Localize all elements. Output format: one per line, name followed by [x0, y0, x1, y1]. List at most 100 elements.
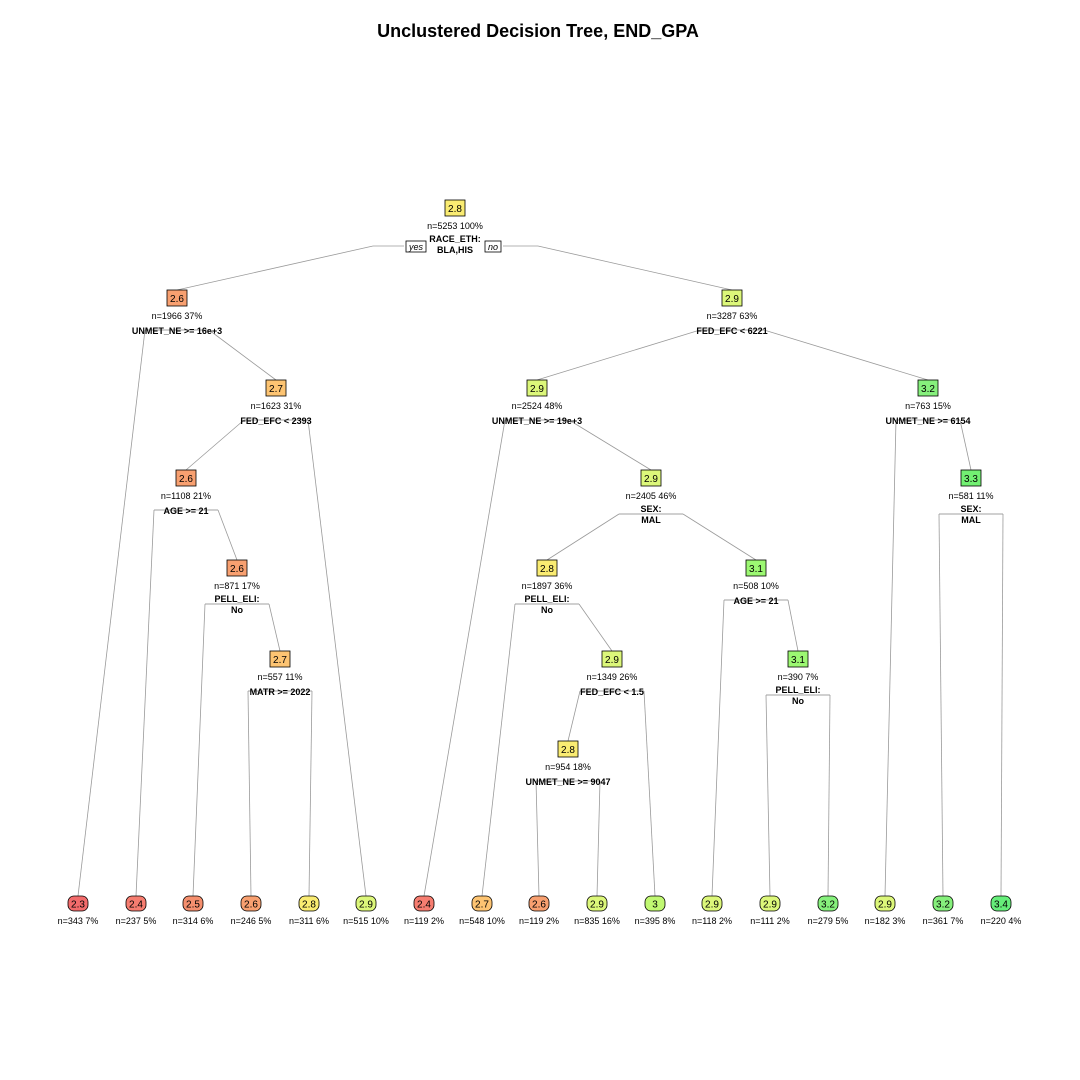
- leaf-node: 3.2n=279 5%: [808, 895, 848, 926]
- node-split-label: AGE >= 21: [733, 596, 778, 606]
- leaf-box: [701, 895, 723, 912]
- node-value: 2.6: [179, 474, 193, 485]
- node-split-label: PELL_ELI:: [524, 594, 569, 604]
- tree-node: 2.9n=3287 63%FED_EFC < 6221: [696, 289, 768, 336]
- tree-edge: [959, 419, 972, 471]
- leaf-value: 2.5: [186, 900, 200, 911]
- leaf-node: 2.9n=182 3%: [865, 895, 905, 926]
- leaf-stats: n=343 7%: [58, 916, 99, 926]
- leaf-value: 3.2: [821, 900, 835, 911]
- tree-edge: [481, 603, 516, 897]
- node-value: 2.6: [170, 294, 184, 305]
- leaf-value: 2.7: [475, 900, 489, 911]
- no-label: no: [488, 242, 498, 252]
- leaf-box: [932, 895, 954, 912]
- leaf-node: 2.5n=314 6%: [173, 895, 213, 926]
- node-value: 2.8: [561, 745, 575, 756]
- leaf-value: 3: [652, 900, 658, 911]
- leaf-node: 2.4 n=237 5%: [116, 895, 157, 926]
- node-split-label: UNMET_NE >= 16e+3: [132, 326, 222, 336]
- tree-node: 2.7n=1623 31%FED_EFC < 2393: [240, 379, 312, 426]
- node-box: [269, 650, 291, 668]
- node-stats: n=871 17%: [214, 581, 260, 591]
- leaf-value: 2.9: [705, 900, 719, 911]
- node-stats: n=2405 46%: [626, 491, 677, 501]
- leaf-value: 2.9: [359, 900, 373, 911]
- tree-edge: [176, 245, 374, 291]
- node-split-label: No: [792, 696, 804, 706]
- leaf-stats: n=515 10%: [343, 916, 389, 926]
- leaf-box: [471, 895, 493, 912]
- node-split-label: MAL: [961, 515, 981, 525]
- node-split-label: MATR >= 2022: [250, 687, 311, 697]
- node-box: [526, 379, 548, 397]
- leaf-box: [874, 895, 896, 912]
- node-stats: n=1108 21%: [161, 491, 211, 501]
- leaf-stats: n=111 2%: [750, 916, 789, 926]
- node-split-label: UNMET_NE >= 9047: [525, 777, 610, 787]
- leaf-value: 2.9: [590, 900, 604, 911]
- node-split-label: No: [231, 605, 243, 615]
- leaf-box: [759, 895, 781, 912]
- tree-node: 2.8n=5253 100%RACE_ETH:BLA,HIS: [427, 199, 483, 255]
- node-split-label: PELL_ELI:: [214, 594, 259, 604]
- node-box: [444, 199, 466, 217]
- tree-node: 2.9n=1349 26%FED_EFC < 1.5: [580, 650, 644, 697]
- tree-node: 2.6n=1966 37%UNMET_NE >= 16e+3: [132, 289, 222, 336]
- leaf-node: 2.3 n=343 7%: [58, 895, 99, 926]
- node-split-label: PELL_ELI:: [775, 685, 820, 695]
- leaf-box: [817, 895, 839, 912]
- node-value: 2.7: [273, 655, 287, 666]
- tree-edge: [135, 509, 155, 897]
- tree-edge: [535, 780, 540, 897]
- leaf-box: [125, 895, 147, 912]
- tree-edge: [192, 603, 206, 897]
- tree-edge: [1000, 513, 1004, 897]
- leaf-node: 2.9 n=515 10%: [343, 895, 389, 926]
- leaf-stats: n=119 2%: [519, 916, 559, 926]
- leaf-stats: n=246 5%: [231, 916, 272, 926]
- leaf-node: 3.2n=361 7%: [923, 895, 964, 926]
- tree-leaves: 2.3 n=343 7% 2.4 n=237 5% 2.5n=314 6% 2.6 n=24…: [58, 895, 1022, 926]
- node-box: [745, 559, 767, 577]
- node-value: 3.3: [964, 474, 978, 485]
- node-stats: n=390 7%: [778, 672, 819, 682]
- node-box: [960, 469, 982, 487]
- tree-edge: [765, 694, 771, 897]
- leaf-stats: n=220 4%: [981, 916, 1022, 926]
- node-split-label: MAL: [641, 515, 661, 525]
- leaf-value: 2.4: [129, 900, 143, 911]
- leaf-stats: n=237 5%: [116, 916, 157, 926]
- leaf-value: 2.3: [71, 900, 85, 911]
- node-box: [721, 289, 743, 307]
- node-box: [175, 469, 197, 487]
- node-stats: n=954 18%: [545, 762, 591, 772]
- leaf-stats: n=835 16%: [574, 916, 620, 926]
- node-box: [557, 740, 579, 758]
- tree-edge: [537, 245, 733, 291]
- leaf-box: [586, 895, 608, 912]
- tree-edge: [596, 780, 601, 897]
- node-split-label: FED_EFC < 2393: [240, 416, 311, 426]
- yes-label: yes: [408, 242, 424, 252]
- tree-edge: [711, 599, 725, 897]
- tree-edge: [536, 329, 701, 381]
- node-stats: n=557 11%: [257, 672, 302, 682]
- leaf-box: [355, 895, 377, 912]
- tree-node: 2.8n=1897 36%PELL_ELI:No: [522, 559, 572, 615]
- leaf-stats: n=361 7%: [923, 916, 964, 926]
- leaf-box: [182, 895, 204, 912]
- tree-node: 3.3n=581 11%SEX:MAL: [948, 469, 994, 525]
- leaf-value: 2.6: [532, 900, 546, 911]
- tree-edge: [546, 513, 620, 561]
- tree-edge: [247, 690, 252, 897]
- node-value: 2.8: [448, 204, 462, 215]
- leaf-node: 3n=395 8%: [635, 895, 675, 926]
- tree-node: 2.6n=1108 21%AGE >= 21: [161, 469, 211, 516]
- leaf-node: 2.7n=548 10%: [459, 895, 505, 926]
- tree-node: 3.1n=508 10%AGE >= 21: [733, 559, 779, 606]
- tree-edge: [682, 513, 757, 561]
- tree-edge: [217, 509, 238, 561]
- leaf-node: 2.8n=311 6%: [289, 895, 329, 926]
- node-box: [601, 650, 623, 668]
